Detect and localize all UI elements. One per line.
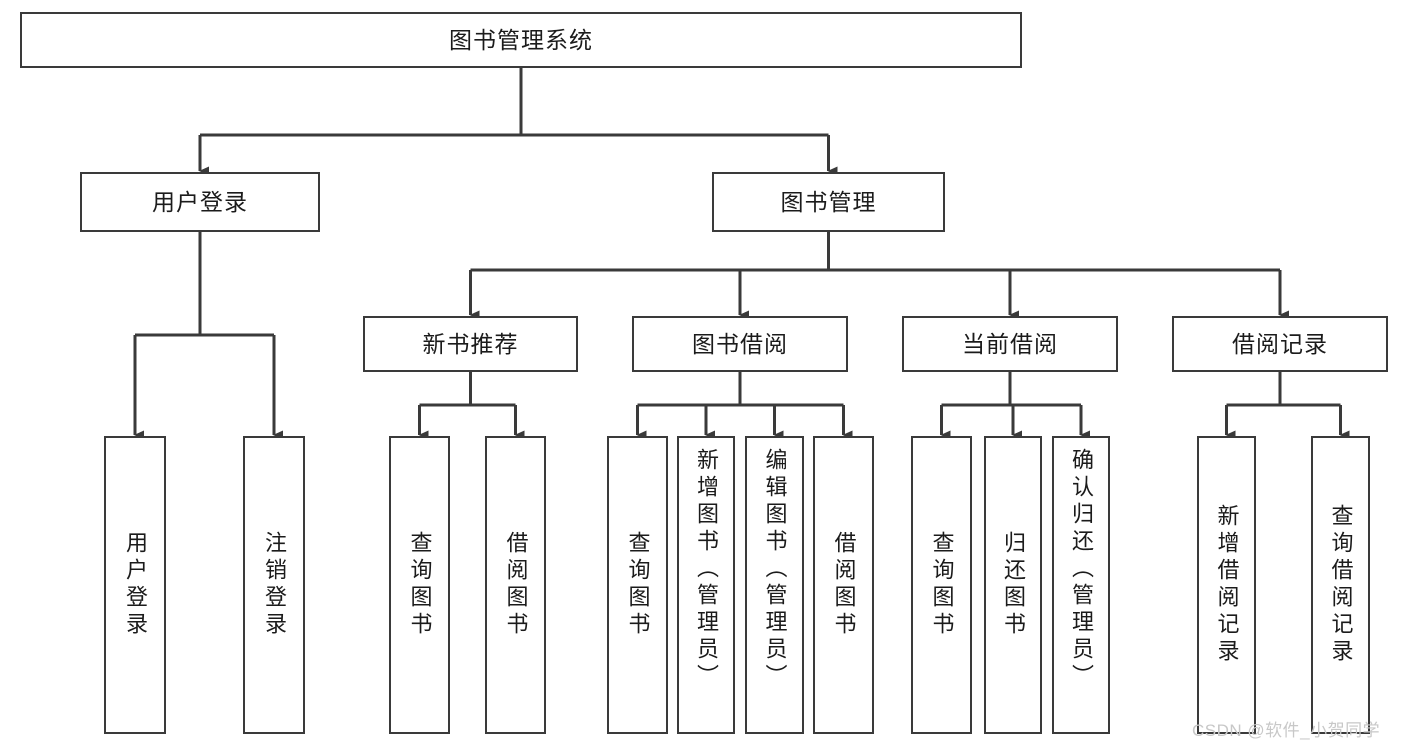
node-leaf-add-book-admin-label: 新增图书（管理员） xyxy=(694,448,719,691)
node-book-manage-label: 图书管理 xyxy=(780,188,877,215)
node-leaf-return-book-label: 归还图书 xyxy=(1001,531,1026,639)
node-leaf-query-book-1-label: 查询图书 xyxy=(407,531,433,639)
node-leaf-logout-login[interactable]: 注销登录 xyxy=(243,436,305,734)
node-leaf-logout-login-label: 注销登录 xyxy=(262,531,287,639)
watermark: CSDN @软件_小贺同学 xyxy=(1192,721,1381,740)
node-root-label: 图书管理系统 xyxy=(449,26,593,53)
node-leaf-query-borrow-record-label: 查询借阅记录 xyxy=(1328,504,1354,666)
node-new-book-recommend[interactable]: 新书推荐 xyxy=(363,316,578,372)
node-borrow-record-label: 借阅记录 xyxy=(1232,330,1328,357)
node-current-borrow-label: 当前借阅 xyxy=(962,330,1058,357)
node-leaf-query-book-2[interactable]: 查询图书 xyxy=(607,436,668,734)
node-leaf-add-book-admin[interactable]: 新增图书（管理员） xyxy=(677,436,735,734)
node-book-manage[interactable]: 图书管理 xyxy=(712,172,945,232)
node-leaf-query-book-3-label: 查询图书 xyxy=(929,531,955,639)
node-current-borrow[interactable]: 当前借阅 xyxy=(902,316,1118,372)
node-user-login-label: 用户登录 xyxy=(152,188,248,215)
node-leaf-borrow-book-2[interactable]: 借阅图书 xyxy=(813,436,874,734)
node-book-borrow[interactable]: 图书借阅 xyxy=(632,316,848,372)
node-leaf-confirm-return-admin[interactable]: 确认归还（管理员） xyxy=(1052,436,1110,734)
node-leaf-add-borrow-record[interactable]: 新增借阅记录 xyxy=(1197,436,1256,734)
node-leaf-query-book-2-label: 查询图书 xyxy=(625,531,651,639)
node-leaf-user-login[interactable]: 用户登录 xyxy=(104,436,166,734)
node-user-login[interactable]: 用户登录 xyxy=(80,172,320,232)
node-root[interactable]: 图书管理系统 xyxy=(20,12,1022,68)
node-leaf-query-book-1[interactable]: 查询图书 xyxy=(389,436,450,734)
node-leaf-query-book-3[interactable]: 查询图书 xyxy=(911,436,972,734)
node-leaf-user-login-label: 用户登录 xyxy=(123,531,148,639)
node-leaf-borrow-book-2-label: 借阅图书 xyxy=(831,531,857,639)
node-leaf-edit-book-admin-label: 编辑图书（管理员） xyxy=(762,448,788,691)
node-leaf-confirm-return-admin-label: 确认归还（管理员） xyxy=(1069,448,1094,691)
node-leaf-edit-book-admin[interactable]: 编辑图书（管理员） xyxy=(745,436,804,734)
node-leaf-borrow-book-1[interactable]: 借阅图书 xyxy=(485,436,546,734)
node-book-borrow-label: 图书借阅 xyxy=(692,330,788,357)
node-leaf-add-borrow-record-label: 新增借阅记录 xyxy=(1214,504,1240,666)
node-leaf-return-book[interactable]: 归还图书 xyxy=(984,436,1042,734)
node-leaf-borrow-book-1-label: 借阅图书 xyxy=(503,531,529,639)
node-borrow-record[interactable]: 借阅记录 xyxy=(1172,316,1388,372)
node-leaf-query-borrow-record[interactable]: 查询借阅记录 xyxy=(1311,436,1370,734)
node-new-book-recommend-label: 新书推荐 xyxy=(422,330,519,357)
